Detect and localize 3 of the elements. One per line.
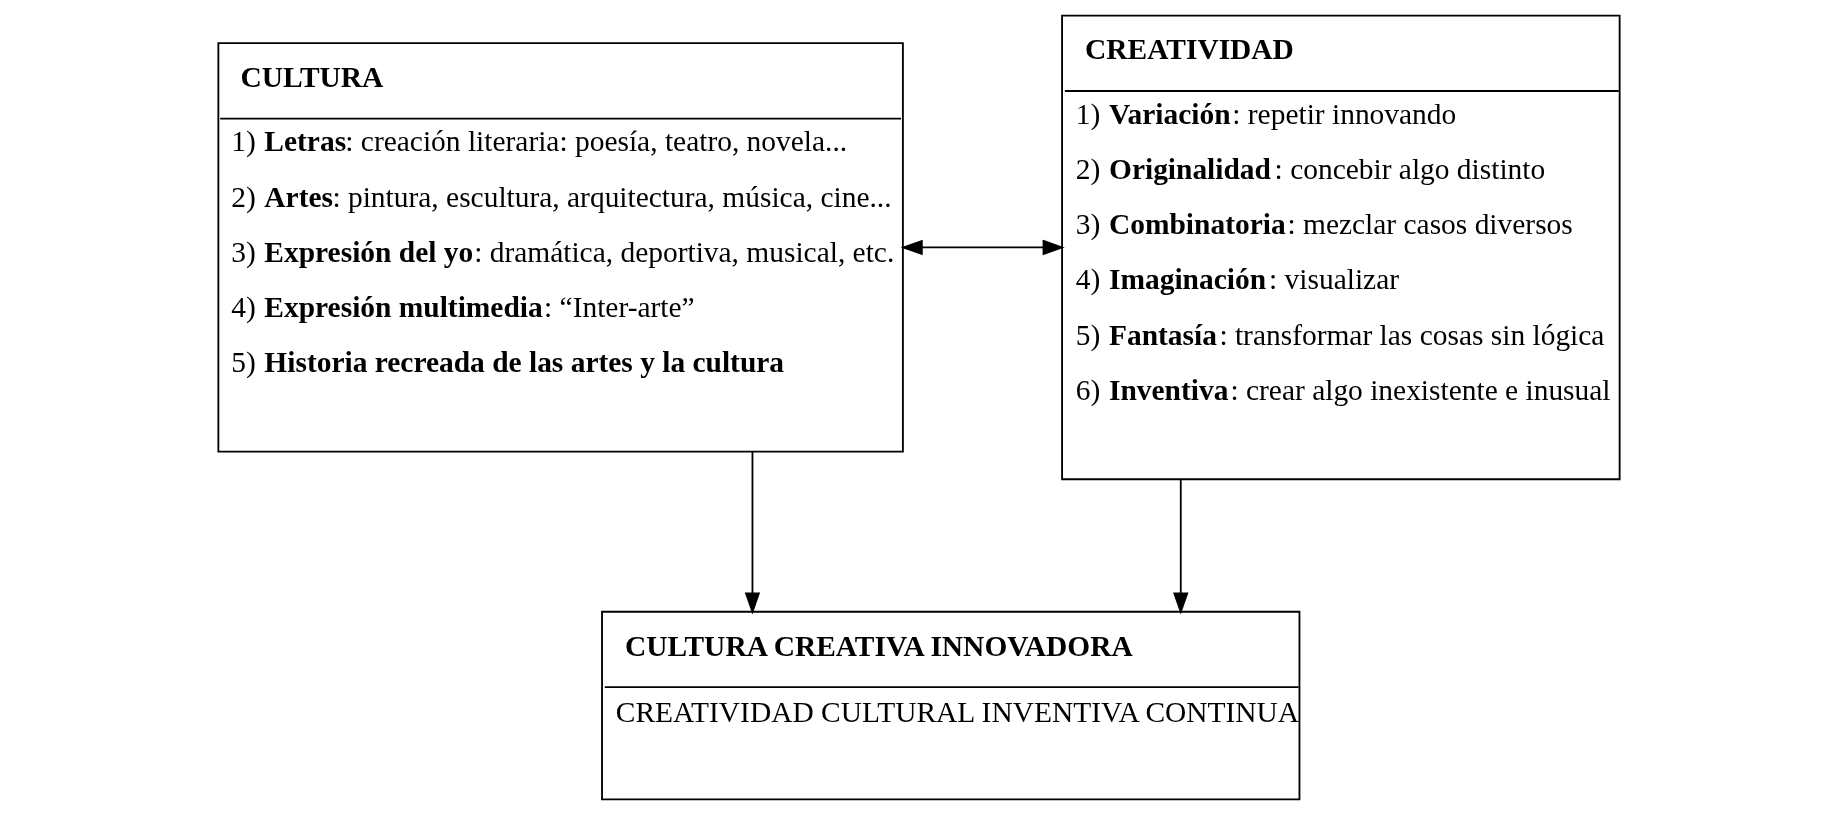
arrow (1173, 478, 1189, 615)
arrow (900, 239, 1065, 256)
arrow (744, 450, 761, 615)
